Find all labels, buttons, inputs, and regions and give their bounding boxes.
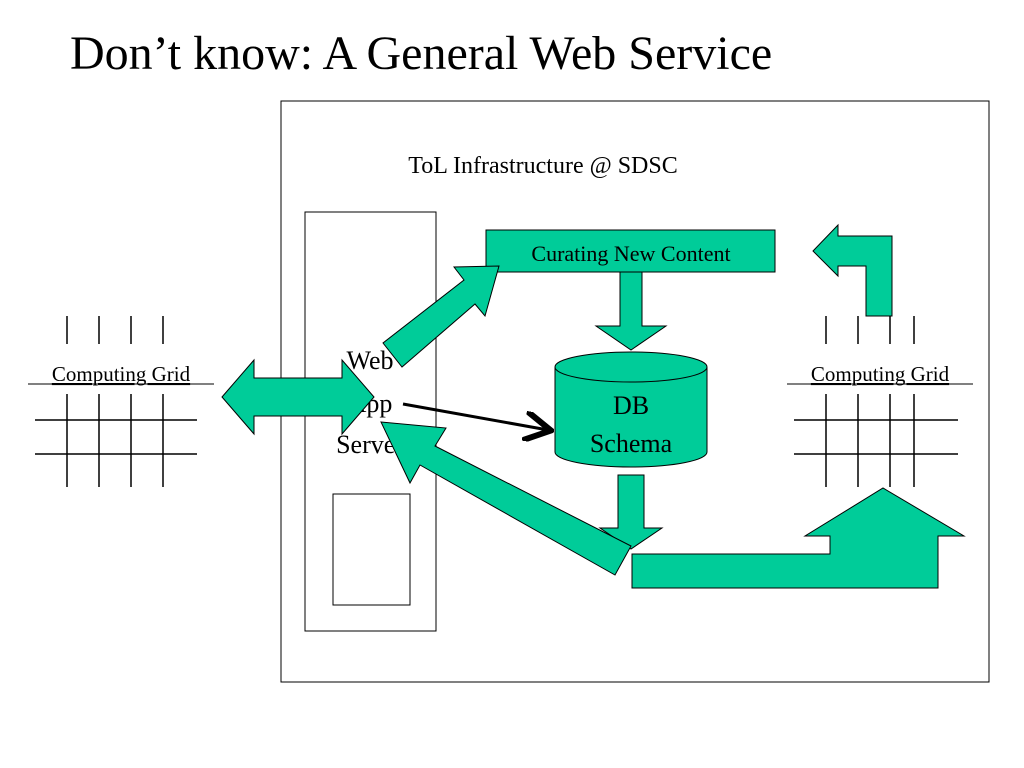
slide-title: Don’t know: A General Web Service xyxy=(70,27,773,80)
computing-grid-right-label[interactable]: Computing Grid xyxy=(811,362,950,386)
grid-webapp-double-arrow xyxy=(221,358,375,436)
db-schema-cylinder xyxy=(554,351,708,468)
computing-grid-right xyxy=(794,316,958,487)
web-app-server-label-line1: Web xyxy=(347,346,394,375)
curating-box xyxy=(485,229,776,273)
computing-grid-left xyxy=(35,316,197,487)
curating-to-db-arrow xyxy=(594,269,668,351)
curating-label: Curating New Content xyxy=(531,241,730,266)
db-label-line1: DB xyxy=(613,391,649,420)
webapp-to-curating-arrow xyxy=(382,265,500,368)
infrastructure-label: ToL Infrastructure @ SDSC xyxy=(408,153,677,179)
inner-component-box xyxy=(332,493,411,606)
db-label-line2: Schema xyxy=(590,429,673,458)
return-path-arrow xyxy=(631,487,966,589)
webapp-to-db-arrow xyxy=(402,402,548,430)
return-to-webapp-arrow xyxy=(380,421,632,576)
computing-grid-left-label[interactable]: Computing Grid xyxy=(52,362,191,386)
right-bent-arrow xyxy=(812,223,893,317)
db-down-arrow xyxy=(598,474,664,550)
